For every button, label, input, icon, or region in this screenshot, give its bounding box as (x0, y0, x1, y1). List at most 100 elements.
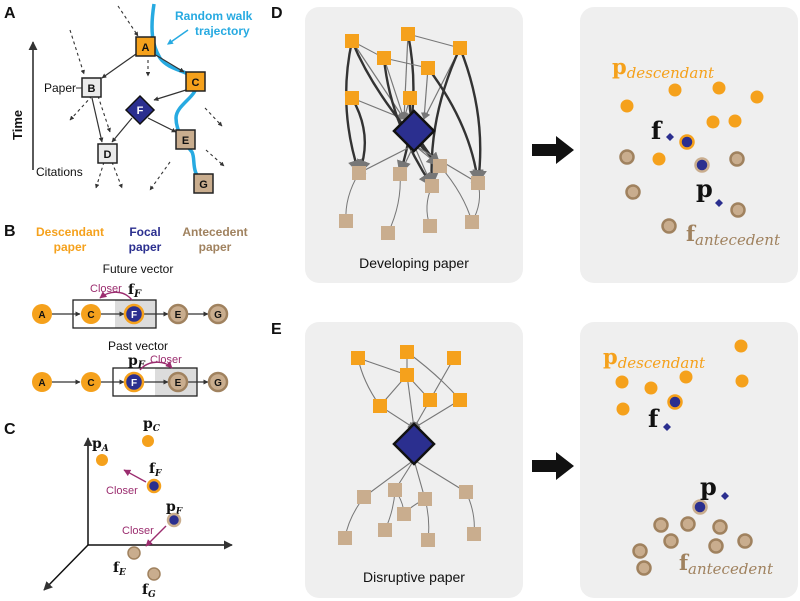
legend-descendant-1: Descendant (36, 225, 104, 239)
svg-text:G: G (214, 310, 222, 321)
point-pC (142, 435, 154, 447)
panel-label-c: C (4, 421, 16, 438)
descendant-point (668, 83, 682, 97)
random-walk-path (150, 3, 206, 186)
antecedent-node (471, 176, 485, 190)
node-d: D (97, 143, 118, 164)
antecedent-node (397, 507, 411, 521)
node-a: A (135, 36, 156, 57)
f-marker (663, 423, 671, 431)
descendant-node (453, 393, 467, 407)
p-marker (721, 492, 729, 500)
descendant-node (345, 91, 359, 105)
antecedent-node (459, 485, 473, 499)
antecedent-node (425, 179, 439, 193)
descendant-node (423, 393, 437, 407)
svg-text:A: A (142, 42, 150, 54)
antecedent-node (378, 523, 392, 537)
point-fG (147, 567, 161, 581)
d-f-antecedent: fantecedent (686, 221, 781, 249)
svg-text:B: B (88, 83, 96, 95)
future-vector-title: Future vector (103, 262, 174, 276)
disruptive-embedding (615, 339, 753, 576)
descendant-node (373, 399, 387, 413)
future-closer-label: Closer (90, 283, 122, 295)
descendant-node (453, 41, 467, 55)
antecedent-node (388, 483, 402, 497)
panel-label-e: E (271, 321, 282, 338)
svg-text:F: F (131, 310, 137, 321)
antecedent-point (625, 184, 641, 200)
antecedent-point (661, 218, 677, 234)
antecedent-point (632, 543, 648, 559)
svg-text:C: C (87, 310, 94, 321)
antecedent-point (680, 516, 696, 532)
past-closer-label: Closer (150, 354, 182, 366)
citations-label: Citations (36, 165, 83, 179)
legend-focal-1: Focal (129, 225, 160, 239)
edge (344, 40, 362, 175)
descendant-point (735, 374, 749, 388)
e-f-focal: f (648, 404, 660, 433)
label-pC: pC (143, 416, 161, 434)
svg-text:A: A (38, 310, 45, 321)
antecedent-point (708, 538, 724, 554)
antecedent-point (663, 533, 679, 549)
e-p-descendant: pdescendant (603, 344, 706, 372)
legend-antecedent-2: paper (199, 240, 232, 254)
c-closer-label-2: Closer (122, 525, 154, 537)
e-f-antecedent: fantecedent (679, 550, 774, 578)
descendant-node (400, 345, 414, 359)
antecedent-node (421, 533, 435, 547)
node-c: C (185, 71, 206, 92)
f-marker (666, 133, 674, 141)
descendant-node (401, 27, 415, 41)
svg-text:F: F (131, 378, 137, 389)
developing-network (339, 27, 487, 240)
focal-future-point (679, 134, 695, 150)
c-closer-arrow-1 (123, 469, 147, 483)
antecedent-point (653, 517, 669, 533)
focal-future-point (667, 394, 683, 410)
point-fF (146, 478, 162, 494)
descendant-point (652, 152, 666, 166)
future-node-f: F (123, 303, 145, 325)
antecedent-node (465, 215, 479, 229)
node-g: G (193, 173, 214, 194)
antecedent-point (619, 149, 635, 165)
node-e: E (175, 129, 196, 150)
descendant-point (644, 381, 658, 395)
past-closer-arrow (139, 361, 173, 371)
future-node-e: E (167, 303, 189, 325)
descendant-node (421, 61, 435, 75)
antecedent-node (339, 214, 353, 228)
c-closer-label-1: Closer (106, 485, 138, 497)
svg-text:D: D (104, 149, 112, 161)
past-p-symbol: pF (128, 353, 146, 371)
d-f-focal: f (651, 116, 663, 145)
svg-text:A: A (38, 378, 45, 389)
time-axis-label: Time (10, 110, 25, 140)
solid-citations (91, 53, 187, 143)
future-node-g: G (207, 303, 229, 325)
panel-e-embedding-box (580, 322, 798, 598)
c-closer-arrow-2 (145, 525, 167, 547)
svg-text:E: E (175, 378, 182, 389)
past-node-c: C (81, 372, 101, 392)
descendant-node (345, 34, 359, 48)
dashed-citations (69, 5, 225, 191)
arrow-d (532, 136, 574, 164)
antecedent-point (712, 519, 728, 535)
antecedent-node (423, 219, 437, 233)
p-marker (715, 199, 723, 207)
d-p-descendant: pdescendant (612, 54, 715, 82)
point-pA (96, 454, 108, 466)
developing-embedding (619, 81, 764, 234)
antecedent-node (467, 527, 481, 541)
edge (382, 57, 434, 188)
point-fE (127, 546, 141, 560)
panel-label-d: D (271, 5, 283, 22)
random-walk-label-2: trajectory (195, 24, 250, 38)
disruptive-network (338, 345, 481, 547)
